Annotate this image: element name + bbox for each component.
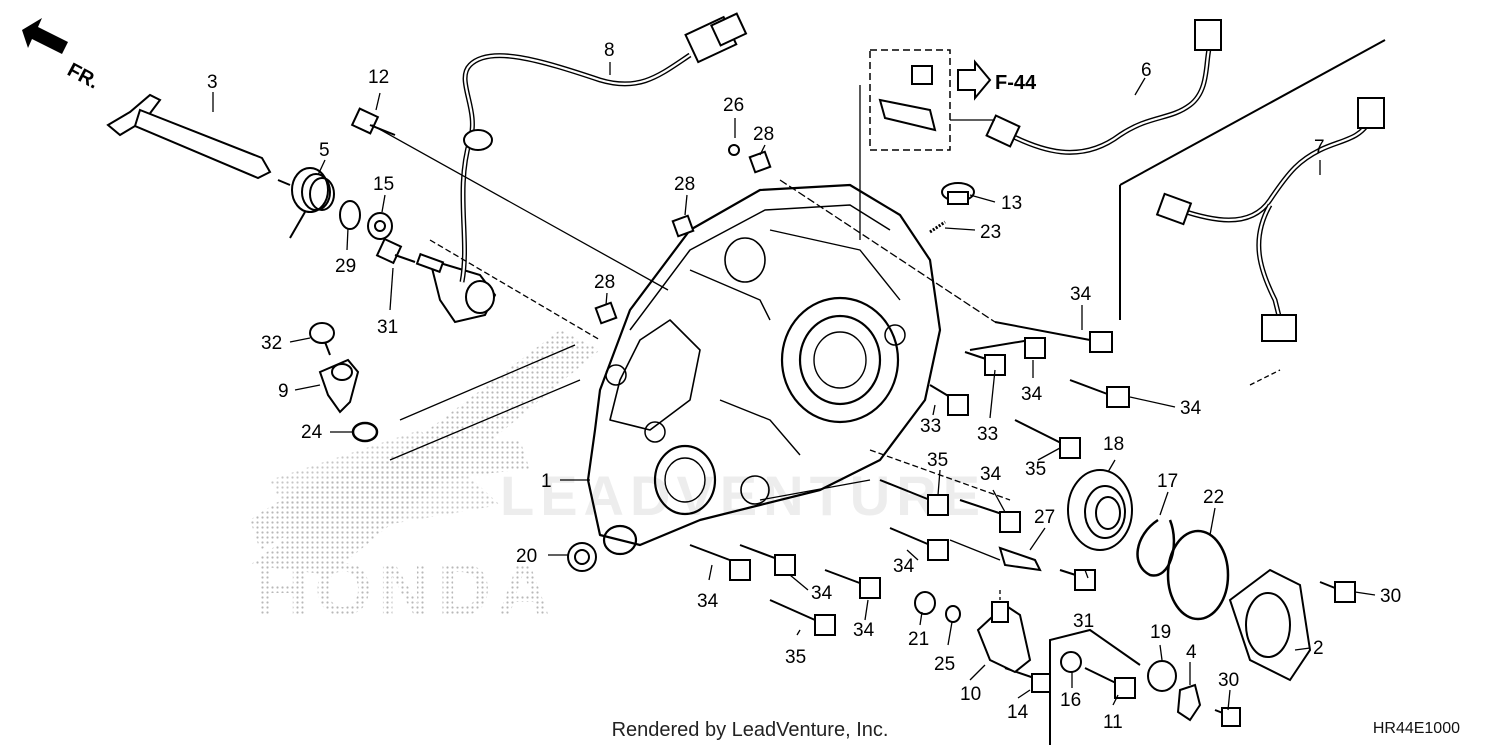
callout-34-d: 34 (980, 464, 1002, 485)
dowel-pins (594, 144, 772, 325)
callout-10: 10 (960, 684, 981, 705)
return-spring (277, 167, 335, 239)
bearing-18 (1067, 469, 1133, 551)
callout-4: 4 (1186, 642, 1197, 663)
callout-31-left: 31 (377, 317, 398, 338)
sensor-9 (318, 358, 360, 414)
separator-line (1119, 39, 1386, 186)
oil-seal-20 (567, 542, 597, 572)
callout-28-lower: 28 (594, 272, 615, 293)
callout-29: 29 (335, 256, 356, 277)
callout-30-right: 30 (1380, 586, 1401, 607)
washer-21 (914, 591, 936, 615)
callout-34-a: 34 (1070, 284, 1092, 305)
callout-8: 8 (604, 40, 615, 61)
crankcase-cover (586, 183, 942, 556)
washer-25 (945, 605, 961, 623)
gear-position-sensor (415, 252, 497, 324)
callout-labels: 1 2 3 4 5 6 7 8 9 10 11 12 13 14 15 16 1… (207, 40, 1401, 733)
circlip-29 (339, 200, 361, 230)
leader-lines (212, 62, 1376, 711)
footer-credit: Rendered by LeadVenture, Inc. (611, 719, 889, 741)
front-direction-label: FR. (64, 59, 103, 94)
callout-32: 32 (261, 333, 282, 354)
sensor-wire-harness-8 (459, 52, 692, 283)
callout-26: 26 (723, 95, 744, 116)
callout-7: 7 (1314, 137, 1325, 158)
callout-12: 12 (368, 67, 389, 88)
f44-arrow-icon (957, 59, 992, 101)
diagram-code: HR44E1000 (1372, 720, 1460, 737)
callout-35-c: 35 (785, 647, 806, 668)
clip-27 (998, 546, 1042, 572)
callout-33-right: 33 (977, 424, 998, 445)
callout-20: 20 (516, 546, 537, 567)
callout-16: 16 (1060, 690, 1081, 711)
callout-30-bottom: 30 (1218, 670, 1239, 691)
honda-wing-watermark (250, 330, 600, 575)
reference-f44-label: F-44 (995, 72, 1037, 94)
sensor-10 (976, 601, 1032, 674)
callout-35-b: 35 (1025, 459, 1046, 480)
callout-11: 11 (1103, 712, 1123, 733)
circlip-17 (1136, 518, 1176, 577)
bolts (309, 107, 1356, 727)
callout-19: 19 (1150, 622, 1171, 643)
spring-23 (929, 220, 946, 234)
bracket-in-inset (878, 65, 937, 132)
callout-34-g: 34 (811, 583, 833, 604)
callout-34-h: 34 (853, 620, 875, 641)
callout-28-middle: 28 (674, 174, 695, 195)
callout-34-e: 34 (893, 556, 915, 577)
callout-27: 27 (1034, 507, 1055, 528)
callout-34-b: 34 (1021, 384, 1043, 405)
leadventure-watermark-text: LEADVENTURE (500, 464, 986, 527)
cover-2 (1228, 568, 1312, 682)
gearshift-spindle (106, 93, 272, 180)
wire-harness-7 (1179, 118, 1373, 223)
o-ring-24 (351, 421, 379, 443)
callout-13: 13 (1001, 193, 1022, 214)
callout-34-f: 34 (697, 591, 719, 612)
callout-31-right: 31 (1073, 611, 1094, 632)
callout-33-left: 33 (920, 416, 941, 437)
wire-harness-6 (1008, 44, 1213, 155)
callout-35-a: 35 (927, 450, 948, 471)
callout-28-top: 28 (753, 124, 774, 145)
honda-watermark-text: HONDA (255, 548, 556, 631)
callout-14: 14 (1007, 702, 1029, 723)
o-ring-22 (1166, 529, 1230, 621)
callout-15: 15 (373, 174, 394, 195)
inset-box (869, 49, 951, 151)
callout-6: 6 (1141, 60, 1152, 81)
callout-1: 1 (541, 471, 552, 492)
callout-25: 25 (934, 654, 955, 675)
bracket-4 (1176, 683, 1202, 722)
callout-34-c: 34 (1180, 398, 1202, 419)
callout-5: 5 (319, 140, 330, 161)
front-direction-arrow-icon (22, 18, 68, 54)
washer-16 (1060, 651, 1082, 673)
collar-19 (1147, 660, 1177, 692)
washer-15 (367, 212, 393, 240)
callout-17: 17 (1157, 471, 1178, 492)
callout-22: 22 (1203, 487, 1224, 508)
connector-8 (684, 12, 748, 64)
callout-3: 3 (207, 72, 218, 93)
callout-24: 24 (301, 422, 323, 443)
callout-18: 18 (1103, 434, 1124, 455)
callout-21: 21 (908, 629, 929, 650)
callout-23: 23 (980, 222, 1001, 243)
callout-2: 2 (1313, 638, 1324, 659)
callout-9: 9 (278, 381, 289, 402)
